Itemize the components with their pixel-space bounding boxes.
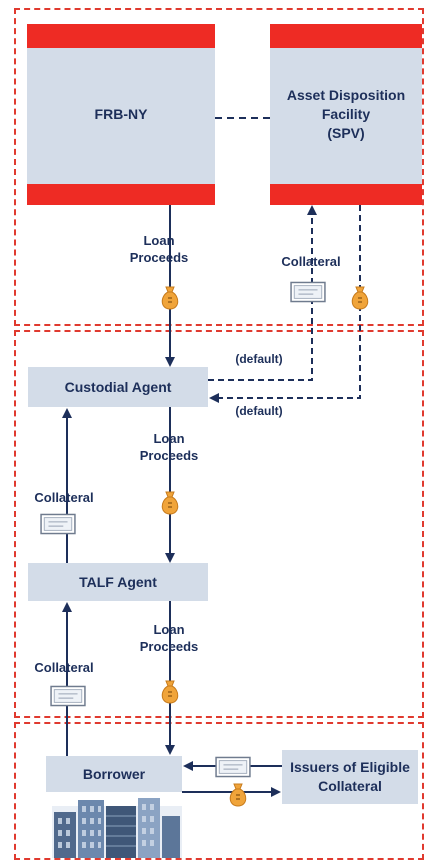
borrower-box: Borrower [46, 756, 182, 792]
default-label-1: (default) [235, 352, 283, 366]
loan-proceeds-label-1: Loan Proceeds [129, 233, 189, 265]
panel-middle [14, 330, 424, 718]
talf-agent-box: TALF Agent [28, 563, 208, 601]
money-bag-icon [229, 783, 247, 807]
frbny-box: FRB-NY [27, 24, 215, 205]
panel-bottom [14, 722, 424, 860]
talf-agent-label: TALF Agent [79, 573, 157, 590]
panel-top [14, 8, 424, 326]
issuers-box: Issuers of Eligible Collateral [282, 750, 418, 804]
spv-label: Asset Disposition Facility (SPV) [286, 87, 406, 141]
collateral-label-talf: Collateral [34, 660, 94, 675]
issuers-label: Issuers of Eligible Collateral [290, 759, 410, 794]
borrower-label: Borrower [82, 765, 146, 782]
frbny-label: FRB-NY [94, 106, 148, 123]
certificate-icon [40, 513, 76, 535]
arrow-custodial-to-spv [208, 205, 317, 381]
money-bag-icon [161, 286, 179, 310]
arrow-spv-to-custodial [209, 205, 361, 403]
spv-bottom-bar [270, 184, 422, 205]
money-bag-icon [161, 680, 179, 704]
money-bag-icon [161, 491, 179, 515]
custodial-agent-label: Custodial Agent [64, 378, 172, 395]
certificate-icon [290, 281, 326, 303]
building-icon [52, 798, 182, 858]
custodial-agent-box: Custodial Agent [28, 367, 208, 407]
frbny-bottom-bar [27, 184, 215, 205]
money-bag-icon [351, 286, 369, 310]
spv-box: Asset Disposition Facility (SPV) [270, 24, 422, 205]
certificate-icon [215, 756, 251, 778]
frbny-top-bar [27, 24, 215, 48]
certificate-icon [50, 685, 86, 707]
collateral-label-custodial: Collateral [34, 490, 94, 505]
default-label-2: (default) [235, 404, 283, 418]
spv-top-bar [270, 24, 422, 48]
